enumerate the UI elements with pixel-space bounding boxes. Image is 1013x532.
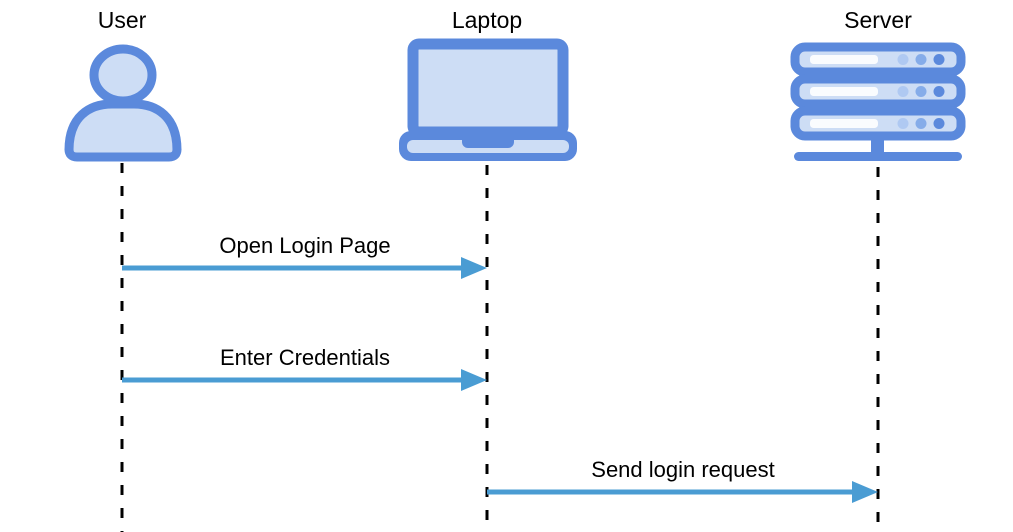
actor-label-laptop: Laptop [451, 7, 523, 33]
actor-label-user: User [97, 7, 147, 33]
server-icon [790, 42, 966, 161]
message-label-send-login-request: Send login request [591, 457, 775, 482]
server-stand-base [794, 152, 962, 161]
message-label-enter-credentials: Enter Credentials [220, 345, 390, 370]
server-stand-pole [871, 136, 884, 156]
message-arrow-open-login-page [122, 257, 487, 279]
message-label-open-login-page: Open Login Page [219, 233, 391, 258]
arrowhead-icon [461, 257, 487, 279]
arrowhead-icon [461, 369, 487, 391]
laptop-icon [399, 38, 577, 161]
server-unit [790, 74, 966, 109]
server-unit [790, 106, 966, 141]
message-arrow-enter-credentials [122, 369, 487, 391]
message-arrow-send-login-request [487, 481, 878, 503]
actor-label-server: Server [844, 7, 912, 33]
person-icon [64, 44, 182, 162]
server-unit [790, 42, 966, 77]
arrowhead-icon [852, 481, 878, 503]
